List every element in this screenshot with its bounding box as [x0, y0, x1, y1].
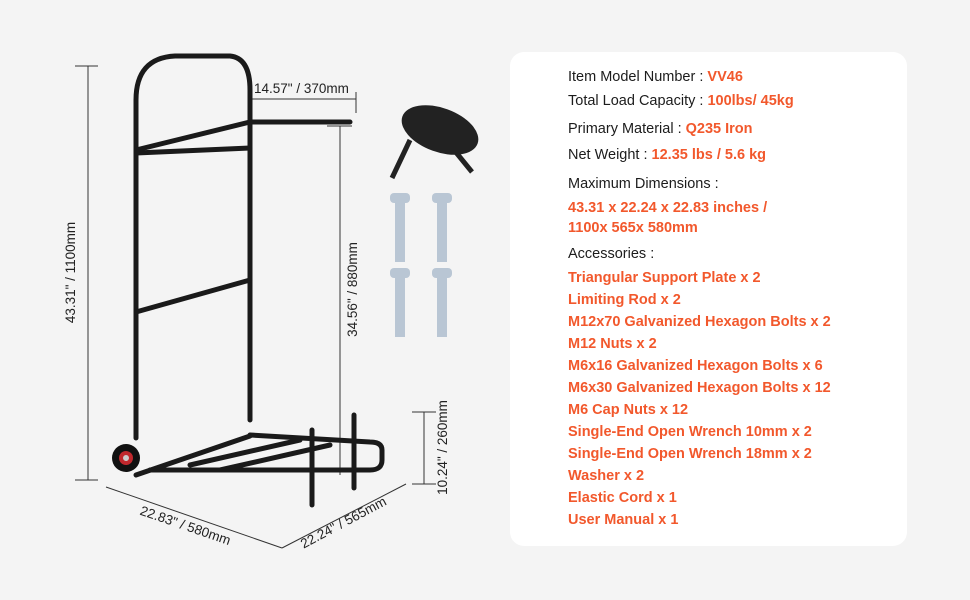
inner-height-dimension: 34.56" / 880mm — [344, 242, 360, 337]
accessory-item: User Manual x 1 — [568, 512, 679, 528]
spec-card — [510, 52, 907, 546]
spec-model: Item Model Number : VV46 — [568, 69, 743, 85]
accessory-item: Limiting Rod x 2 — [568, 292, 681, 308]
elastic-cord-icon — [389, 105, 479, 180]
height-dimension: 43.31" / 1100mm — [63, 221, 79, 324]
accessories-label: Accessories : — [568, 246, 655, 262]
spec-dimensions-inches: 43.31 x 22.24 x 22.83 inches / — [568, 200, 768, 216]
post-dimension: 10.24" / 260mm — [434, 400, 450, 495]
accessory-item: M12 Nuts x 2 — [568, 336, 657, 352]
cart-frame — [133, 53, 385, 508]
accessory-item: M12x70 Galvanized Hexagon Bolts x 2 — [568, 314, 831, 330]
arm-dimension: 14.57" / 370mm — [254, 81, 349, 96]
accessory-item: Single-End Open Wrench 10mm x 2 — [568, 424, 812, 440]
wrench-icon — [390, 193, 452, 337]
spec-weight: Net Weight : 12.35 lbs / 5.6 kg — [568, 147, 767, 163]
accessory-item: M6x16 Galvanized Hexagon Bolts x 6 — [568, 358, 823, 374]
accessory-item: M6 Cap Nuts x 12 — [568, 402, 689, 418]
accessory-item: Triangular Support Plate x 2 — [568, 270, 761, 286]
product-illustration — [75, 53, 479, 549]
spec-material: Primary Material : Q235 Iron — [568, 121, 753, 137]
accessory-item: M6x30 Galvanized Hexagon Bolts x 12 — [568, 380, 831, 396]
accessory-item: Washer x 2 — [568, 468, 645, 484]
spec-dimensions-mm: 1100x 565x 580mm — [568, 220, 698, 236]
accessory-item: Single-End Open Wrench 18mm x 2 — [568, 446, 812, 462]
dimension-lines — [75, 65, 436, 549]
spec-load: Total Load Capacity : 100lbs/ 45kg — [568, 93, 794, 109]
accessory-item: Elastic Cord x 1 — [568, 490, 677, 506]
spec-dimensions-label: Maximum Dimensions : — [568, 176, 719, 192]
